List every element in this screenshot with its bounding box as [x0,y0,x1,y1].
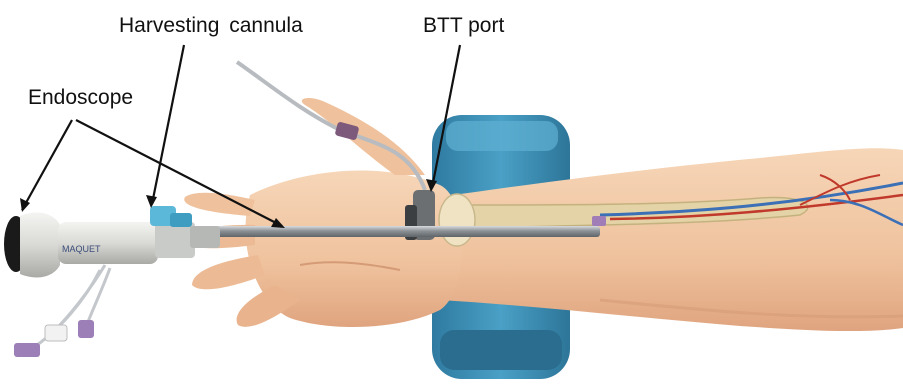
maquet-logo: MAQUET [62,244,101,254]
harvesting-cannula-label: Harvesting cannula [119,15,303,36]
harvesting-cannula-arrow [152,45,184,204]
endoscope-arrow-left [22,120,72,210]
connector-tubing [14,265,110,357]
endoscope-label: Endoscope [28,87,133,108]
endoscope-arrow-right [76,120,282,226]
btt-port-label: BTT port [423,15,504,36]
harvesting-cannula-hub [150,206,192,227]
